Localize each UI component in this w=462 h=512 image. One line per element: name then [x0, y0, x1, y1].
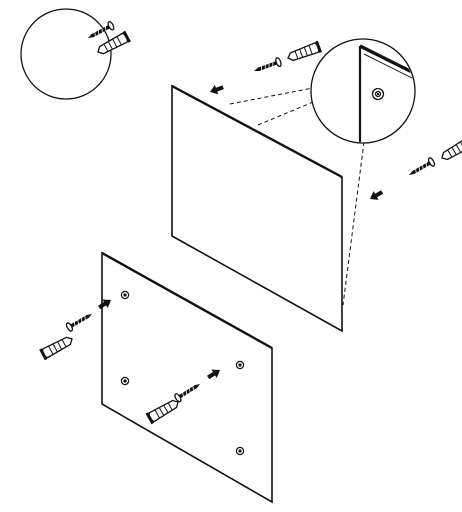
- upper-left-arrow-icon: [208, 82, 225, 97]
- parts-kit-circle: [20, 8, 132, 100]
- lower-left-wall-plug: [38, 333, 76, 361]
- upper-left-screw: [251, 56, 283, 76]
- lower-left-screw: [64, 309, 95, 333]
- upper-right-wall-plug: [438, 135, 462, 164]
- mounting-hole: [235, 446, 245, 456]
- mounting-hole: [120, 290, 130, 300]
- mounting-hole: [120, 376, 130, 386]
- upper-right-fastener: [367, 135, 462, 204]
- upper-right-screw: [406, 156, 437, 180]
- detail-leader-lines: [229, 87, 365, 306]
- upper-right-arrow-icon: [367, 187, 385, 204]
- upper-left-wall-plug: [285, 40, 323, 65]
- detail-screw-head: [371, 87, 385, 101]
- corner-detail-circle: [310, 38, 416, 144]
- upper-mirror-panel: [171, 84, 343, 333]
- lower-mirror-panel: [101, 251, 273, 504]
- mounting-hole: [235, 360, 245, 370]
- upper-left-fastener: [208, 40, 323, 97]
